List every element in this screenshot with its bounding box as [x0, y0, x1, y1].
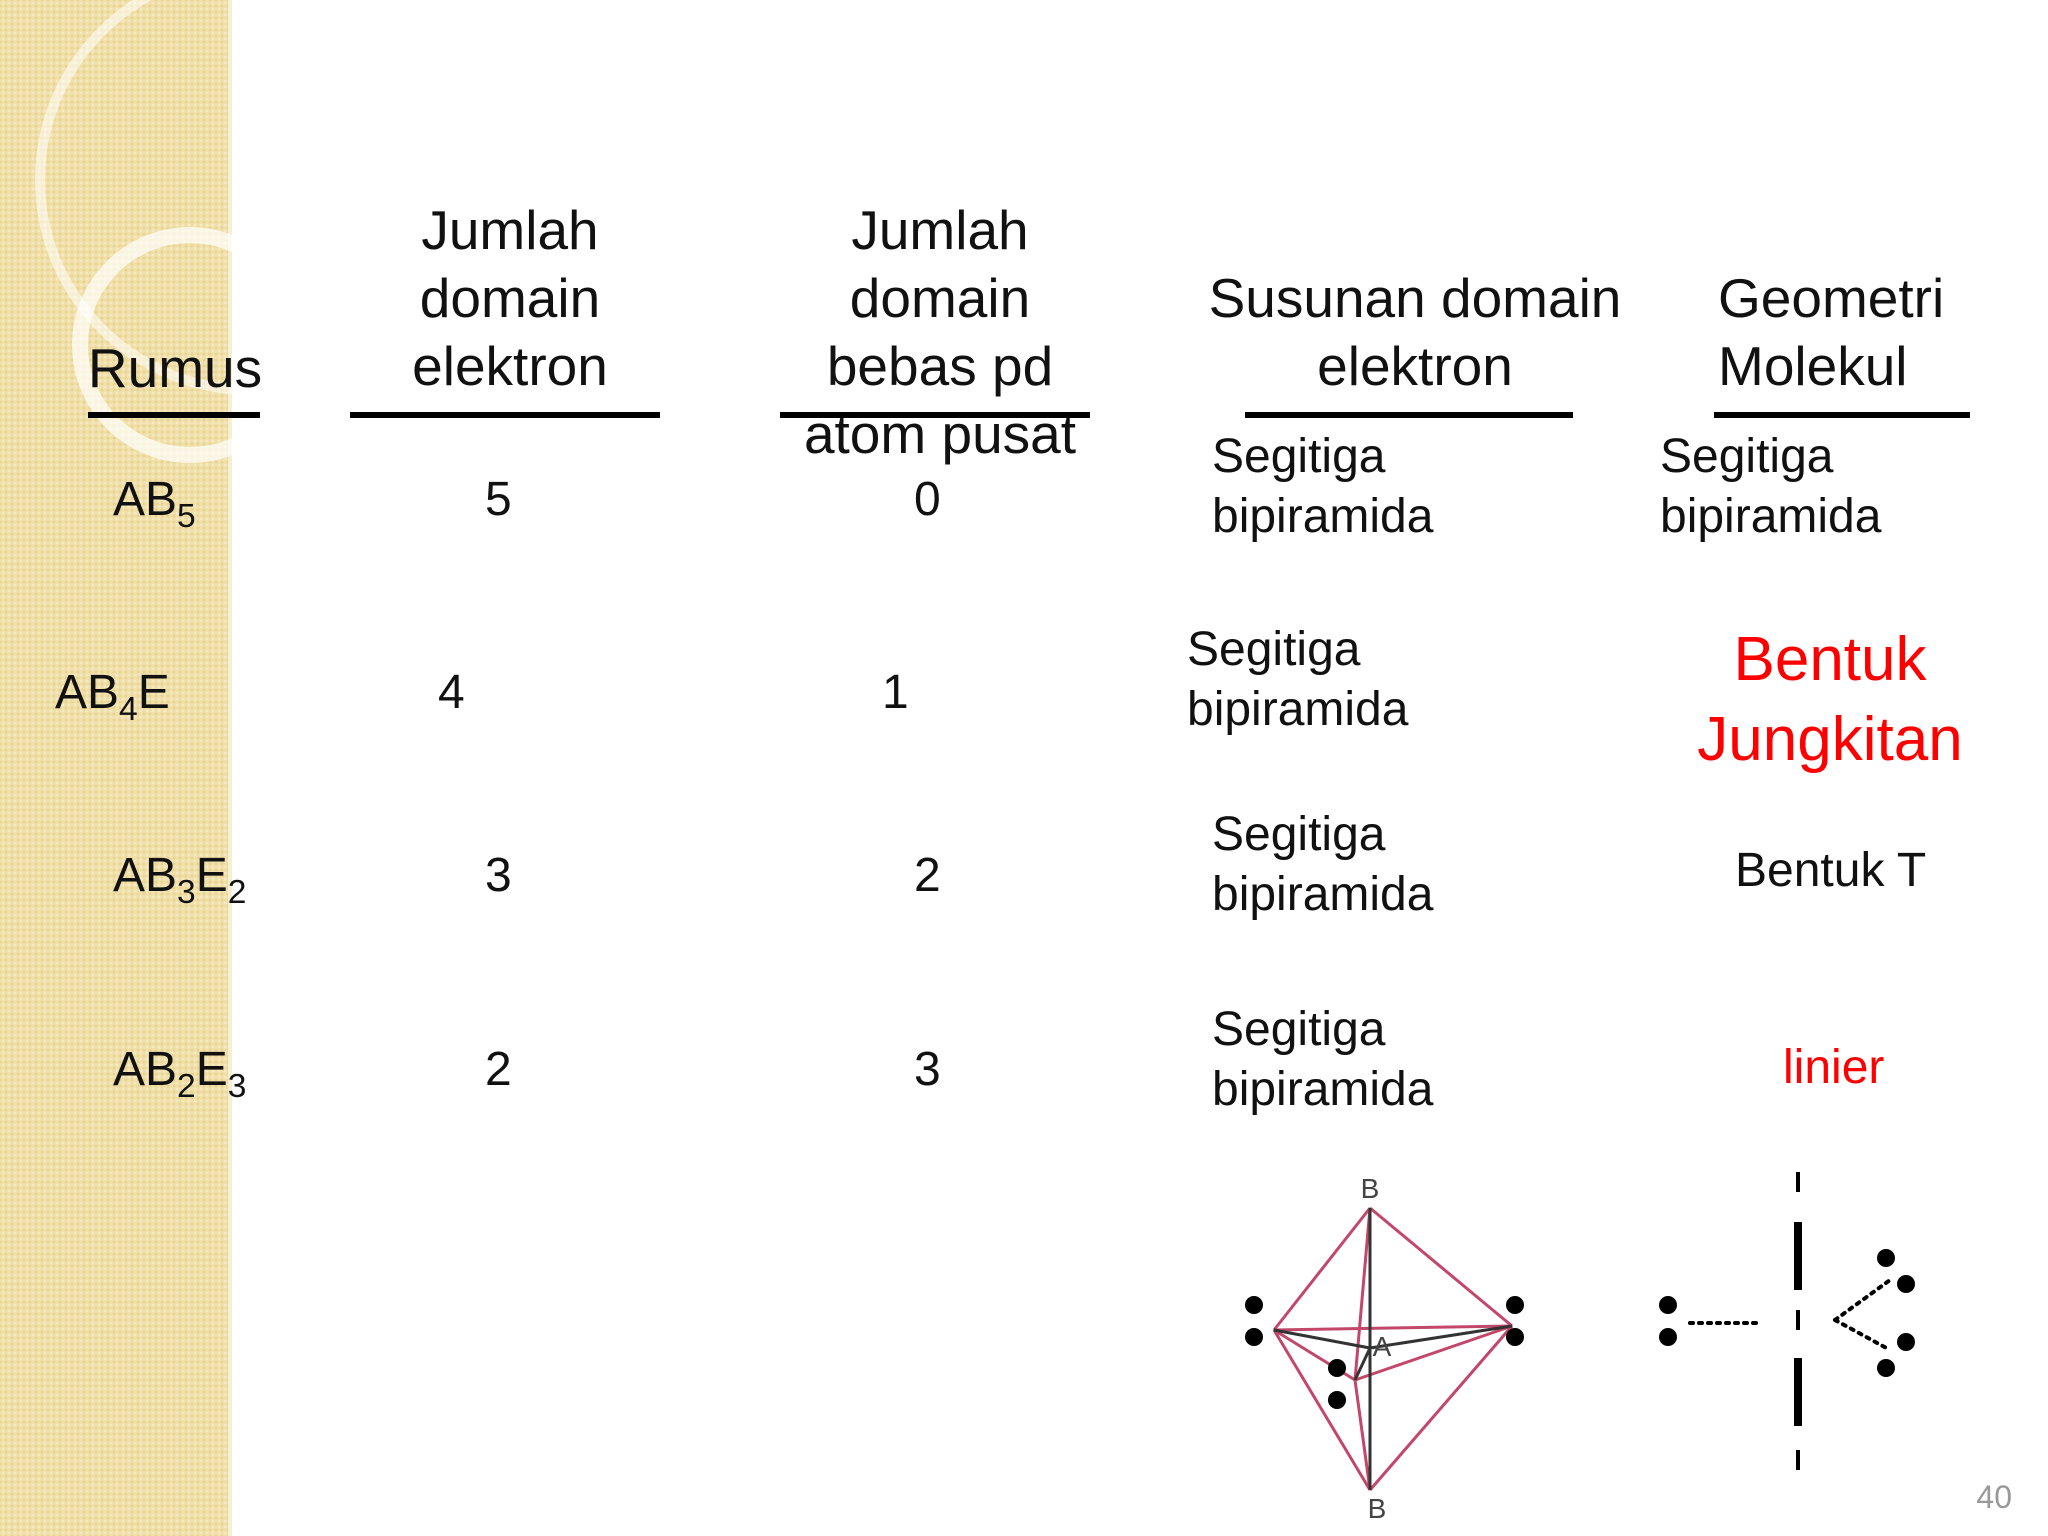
header-susunan-domain: Susunan domain elektron — [1208, 267, 1622, 397]
formula-ab5: AB5 — [113, 473, 196, 535]
row3-geometri: Bentuk T — [1735, 844, 1927, 897]
row4-domain-elektron: 2 — [485, 1043, 512, 1096]
atom-label-top-b: B — [1361, 1173, 1380, 1204]
row4-domain-bebas: 3 — [914, 1043, 941, 1096]
formula-ab3e2: AB3E2 — [113, 849, 247, 911]
formula-ab2e3: AB2E3 — [113, 1043, 247, 1105]
header-rumus: Rumus — [87, 337, 263, 399]
decorative-rings — [35, 0, 320, 463]
sidebar-edge — [228, 0, 232, 1536]
header-domain-elektron: Jumlah domain elektron — [412, 199, 608, 397]
underline-susunan — [1245, 412, 1573, 418]
row2-domain-bebas: 1 — [882, 666, 909, 719]
underline-rumus — [88, 412, 260, 418]
atom-label-center-a: A — [1373, 1331, 1392, 1362]
row4-geometri: linier — [1783, 1041, 1885, 1094]
header-geometri-molekul: Geometri Molekul — [1718, 267, 1945, 397]
row1-domain-bebas: 0 — [914, 473, 941, 526]
page-number: 40 — [1976, 1479, 2012, 1515]
row1-domain-elektron: 5 — [485, 473, 512, 526]
row2-domain-elektron: 4 — [438, 666, 465, 719]
underline-geometri — [1714, 412, 1970, 418]
header-domain-bebas: Jumlah domain bebas pd atom pusat — [803, 199, 1077, 465]
atom-label-bottom-b: B — [1368, 1493, 1387, 1520]
formula-ab4e: AB4E — [55, 666, 170, 728]
trigonal-bipyramid-diagram: B A B — [1245, 1173, 1524, 1520]
underline-domain-bebas — [780, 412, 1090, 418]
row3-domain-bebas: 2 — [914, 849, 941, 902]
underline-domain-elektron — [350, 412, 660, 418]
linear-lone-pair-diagram — [1659, 1172, 1915, 1470]
row3-domain-elektron: 3 — [485, 849, 512, 902]
